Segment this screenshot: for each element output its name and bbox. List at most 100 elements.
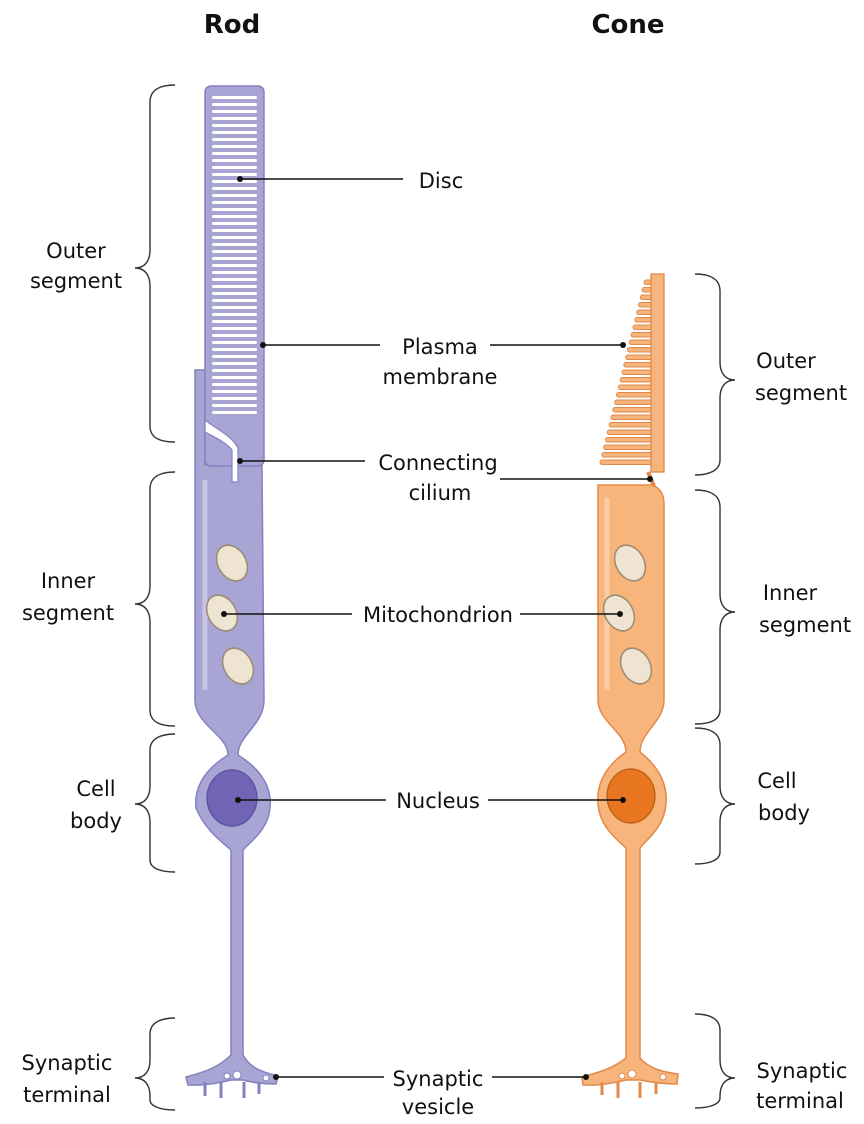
rod-disc [212, 313, 257, 316]
rod-disc [212, 215, 257, 218]
nucleus-pointer-dot-cone [620, 797, 626, 803]
left-brace-outer [135, 85, 175, 442]
rod-disc [212, 271, 257, 274]
cone-synaptic-vesicle [628, 1070, 636, 1078]
left-label-outer-2: segment [30, 269, 122, 293]
label-vesicle-2: vesicle [402, 1095, 474, 1119]
rod-disc [212, 404, 257, 407]
cilium-pointer-dot-rod [237, 458, 243, 464]
rod-disc [212, 201, 257, 204]
cone-title: Cone [591, 10, 664, 40]
left-region-labels: Outer segment Inner segment Cell body Sy… [22, 239, 123, 1107]
rod-disc [212, 152, 257, 155]
left-label-body-2: body [70, 809, 122, 833]
rod-disc [212, 124, 257, 127]
rod-disc [212, 341, 257, 344]
cone-disc [629, 340, 654, 345]
left-brace-terminal [135, 1018, 175, 1110]
left-brace-body [135, 734, 175, 872]
cone-terminal-foot [602, 1082, 656, 1098]
cone-disc [609, 423, 654, 428]
rod-disc [212, 243, 257, 246]
cone-disc [607, 430, 654, 435]
rod-disc [212, 348, 257, 351]
left-label-terminal-2: terminal [23, 1083, 111, 1107]
right-brace-outer [695, 274, 735, 475]
rod-disc [212, 194, 257, 197]
rod-disc [212, 327, 257, 330]
rod-disc [212, 222, 257, 225]
rod-disc [212, 187, 257, 190]
rod-terminal-foot [205, 1082, 259, 1098]
rod-disc [212, 264, 257, 267]
rod-disc [212, 138, 257, 141]
mito-pointer-dot-rod [221, 611, 227, 617]
vesicle-pointer-dot-cone [583, 1074, 589, 1080]
nucleus-pointer-dot-rod [235, 797, 241, 803]
right-label-terminal-2: terminal [756, 1089, 844, 1113]
rod-disc [212, 103, 257, 106]
cone-disc [615, 400, 654, 405]
right-brace-terminal [695, 1014, 735, 1108]
cone-nucleus [607, 769, 655, 823]
rod-disc [212, 229, 257, 232]
rod-disc [212, 285, 257, 288]
label-cilium-1: Connecting [378, 451, 497, 475]
rod-outer-segment [205, 86, 264, 466]
cone-disc [627, 348, 654, 353]
cone-disc [604, 445, 654, 450]
right-braces [695, 274, 735, 1108]
rod-disc [212, 362, 257, 365]
left-label-outer-1: Outer [46, 239, 106, 263]
rod-disc [212, 397, 257, 400]
label-vesicle-1: Synaptic [393, 1067, 484, 1091]
rod-disc [212, 173, 257, 176]
rod-title: Rod [204, 10, 261, 40]
rod-disc [212, 369, 257, 372]
right-brace-inner [695, 490, 735, 724]
cone-disc [613, 408, 654, 413]
rod-disc [212, 355, 257, 358]
rod-disc [212, 131, 257, 134]
cilium-pointer-dot-cone [647, 476, 653, 482]
rod-disc [212, 110, 257, 113]
label-nucleus: Nucleus [396, 789, 480, 813]
rod-disc [212, 376, 257, 379]
cone-synaptic-vesicle [660, 1074, 666, 1080]
label-cilium-2: cilium [409, 481, 472, 505]
cone-disc [626, 355, 654, 360]
rod-disc [212, 145, 257, 148]
center-labels: Disc Plasma membrane Connecting cilium M… [221, 169, 653, 1119]
cone-disc [616, 393, 654, 398]
cone-outer-segment [600, 280, 654, 465]
rod-disc [212, 96, 257, 99]
right-label-outer-1: Outer [756, 349, 816, 373]
right-region-labels: Outer segment Inner segment Cell body Sy… [755, 349, 851, 1113]
left-label-inner-2: segment [22, 601, 114, 625]
cone-disc [602, 453, 654, 458]
left-braces [135, 85, 175, 1110]
plasma-pointer-dot-rod [260, 342, 266, 348]
cone-synaptic-vesicle [619, 1073, 625, 1079]
right-label-body-2: body [758, 801, 810, 825]
right-label-inner-1: Inner [763, 581, 818, 605]
cone-disc [620, 378, 654, 383]
disc-pointer-dot [237, 176, 243, 182]
rod-disc [212, 306, 257, 309]
rod-disc [212, 383, 257, 386]
rod-synaptic-vesicle [224, 1073, 230, 1079]
cone-disc [622, 370, 654, 375]
rod-disc [212, 159, 257, 162]
label-disc: Disc [419, 169, 464, 193]
rod-disc [212, 236, 257, 239]
vesicle-pointer-dot-rod [273, 1074, 279, 1080]
rod-disc [212, 292, 257, 295]
rod-nucleus [207, 770, 257, 826]
cone-outer-spine [651, 274, 664, 472]
mito-pointer-dot-cone [617, 611, 623, 617]
cone-disc [611, 415, 654, 420]
rod-disc [212, 166, 257, 169]
left-label-inner-1: Inner [41, 569, 96, 593]
